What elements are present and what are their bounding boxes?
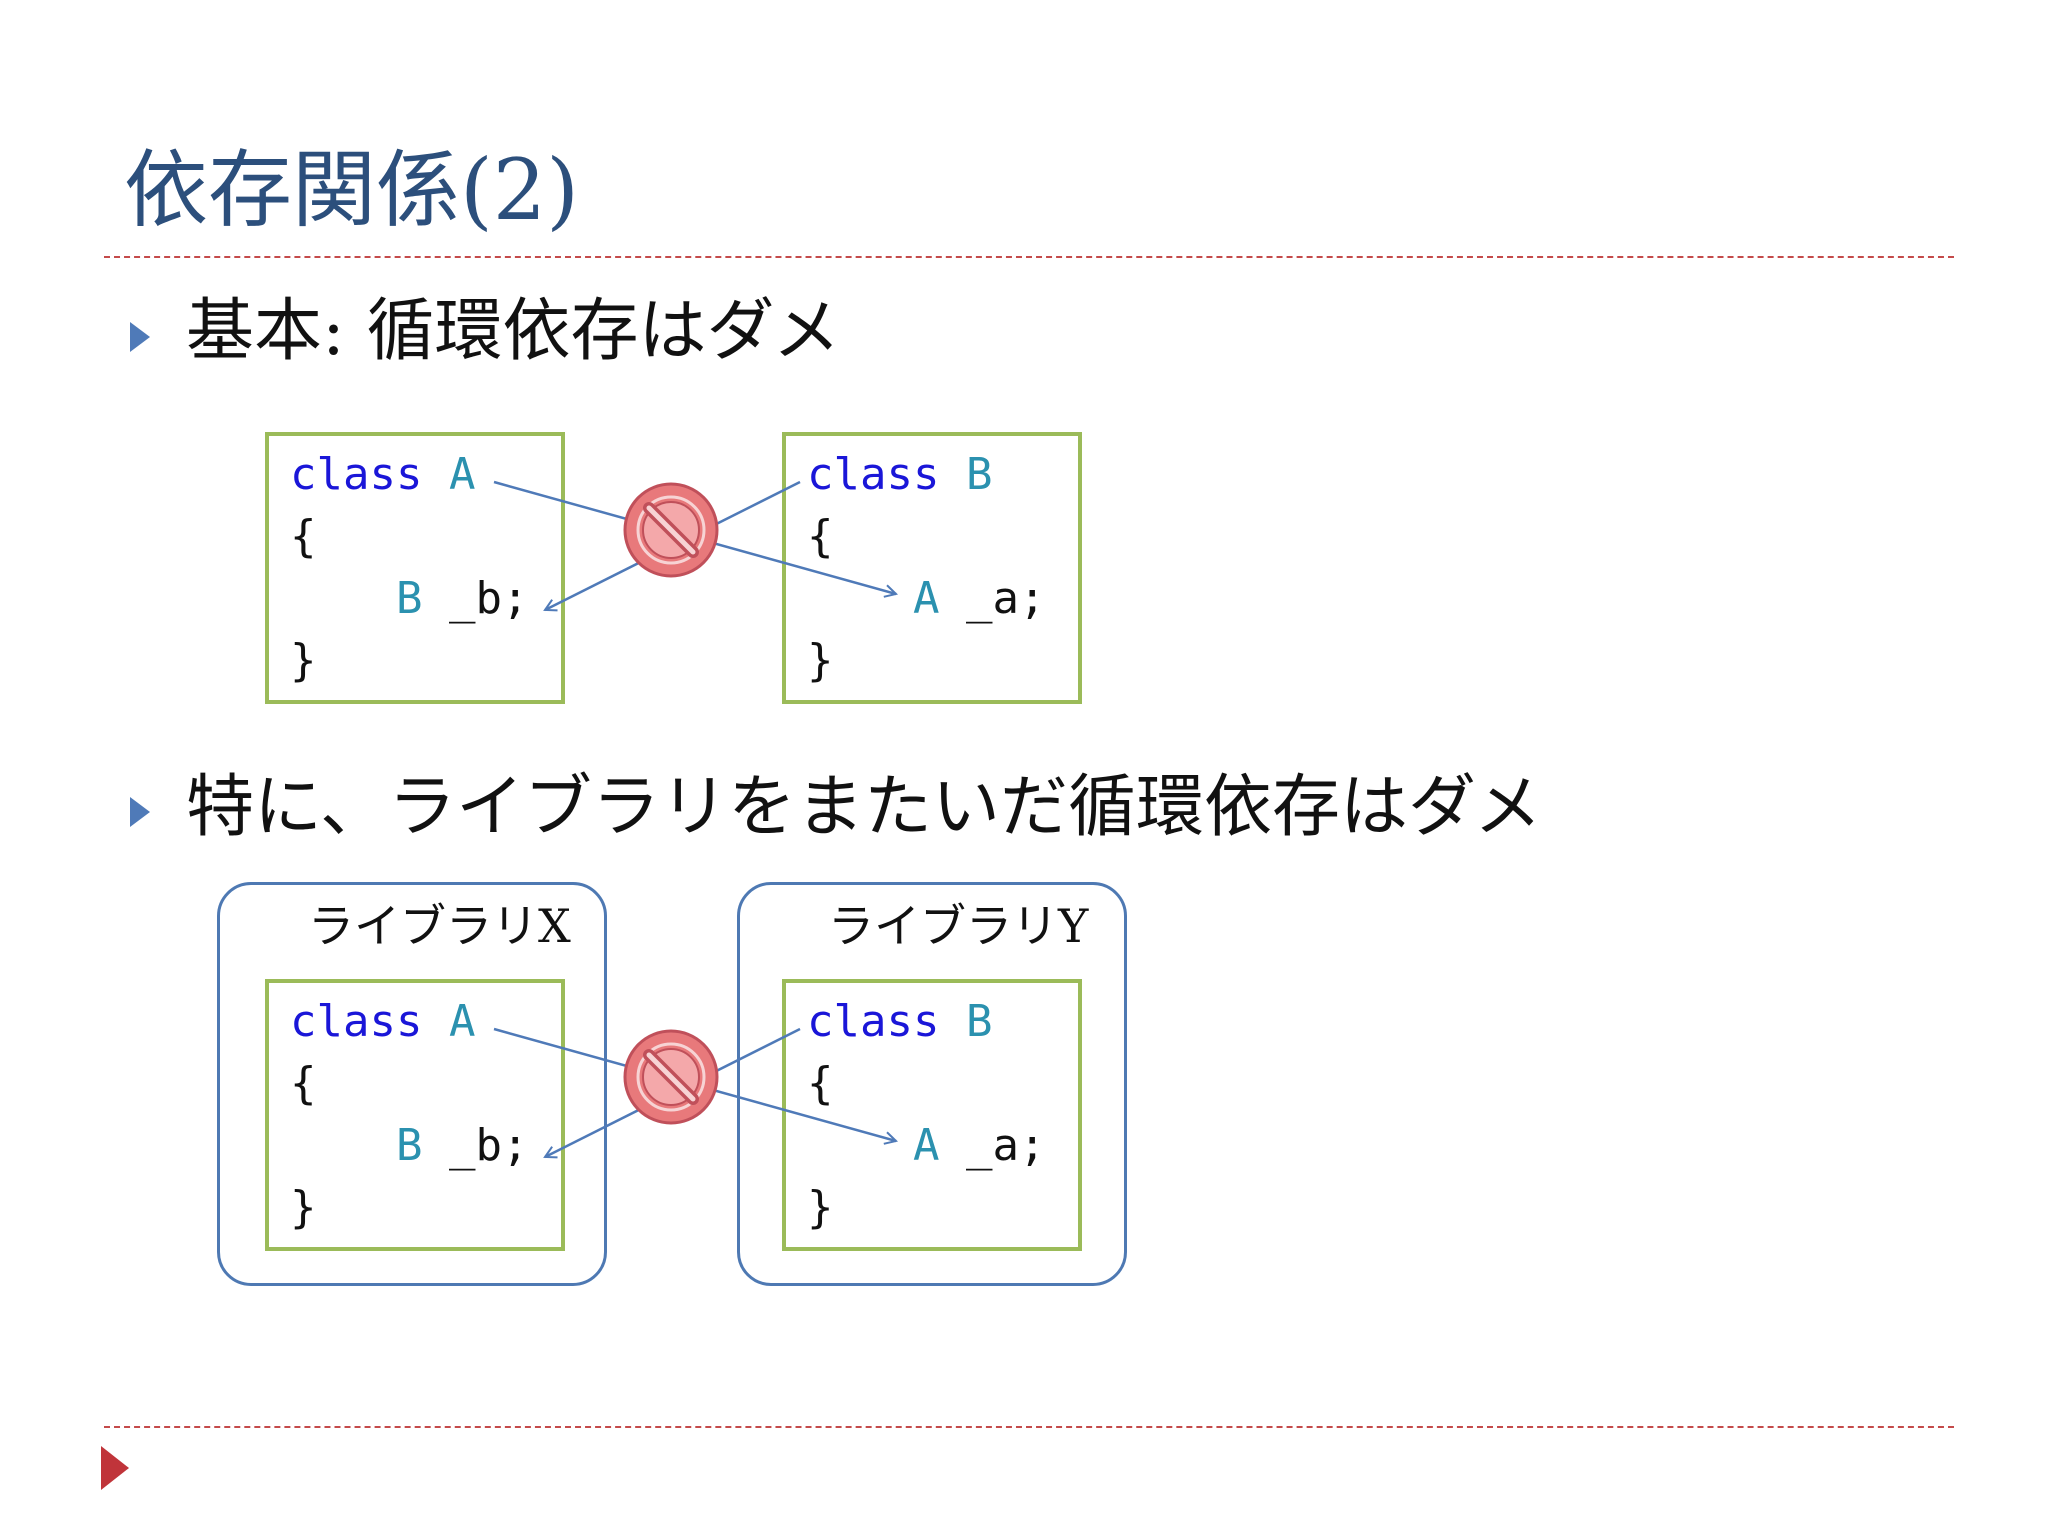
close-brace: } — [807, 635, 834, 686]
field-type: A — [912, 1120, 940, 1171]
class-name: A — [448, 449, 476, 500]
field-name: _b; — [448, 1120, 529, 1171]
open-brace: { — [290, 1058, 317, 1109]
bullet-text-basic: 基本: 循環依存はダメ — [186, 292, 841, 371]
keyword: class — [807, 449, 940, 500]
class-name: B — [965, 996, 993, 1047]
open-brace: { — [807, 1058, 834, 1109]
library-x-label: ライブラリX — [308, 899, 571, 953]
code-box-class-a: class A { B _b; } — [265, 432, 565, 704]
code-class-a: class A { B _b; } — [290, 991, 528, 1239]
close-brace: } — [290, 1182, 317, 1233]
class-name: B — [965, 449, 993, 500]
keyword: class — [807, 996, 940, 1047]
open-brace: { — [807, 511, 834, 562]
slide-title: 依存関係(2) — [124, 141, 579, 239]
code-box-class-b: class B { A _a; } — [782, 432, 1082, 704]
close-brace: } — [290, 635, 317, 686]
library-x-box — [217, 882, 607, 1286]
code-box-class-b: class B { A _a; } — [782, 979, 1082, 1251]
field-type: B — [395, 573, 423, 624]
triangle-bullet-icon — [130, 797, 150, 827]
field-name: _b; — [448, 573, 529, 624]
class-name: A — [448, 996, 476, 1047]
code-class-a: class A { B _b; } — [290, 444, 528, 692]
code-class-b: class B { A _a; } — [807, 991, 1045, 1239]
field-name: _a; — [965, 573, 1046, 624]
open-brace: { — [290, 511, 317, 562]
code-class-b: class B { A _a; } — [807, 444, 1045, 692]
code-box-class-a: class A { B _b; } — [265, 979, 565, 1251]
keyword: class — [290, 449, 423, 500]
bullet-text-library: 特に、ライブラリをまたいだ循環依存はダメ — [186, 768, 1542, 847]
footer-divider — [104, 1426, 1954, 1428]
keyword: class — [290, 996, 423, 1047]
close-brace: } — [807, 1182, 834, 1233]
title-divider — [104, 256, 1954, 258]
field-type: A — [912, 573, 940, 624]
field-name: _a; — [965, 1120, 1046, 1171]
library-y-label: ライブラリY — [828, 899, 1089, 953]
prohibited-icon — [623, 482, 719, 578]
field-type: B — [395, 1120, 423, 1171]
library-y-box — [737, 882, 1127, 1286]
triangle-bullet-icon — [130, 322, 150, 352]
prohibited-icon — [623, 1029, 719, 1125]
footer-triangle-icon — [101, 1446, 129, 1490]
